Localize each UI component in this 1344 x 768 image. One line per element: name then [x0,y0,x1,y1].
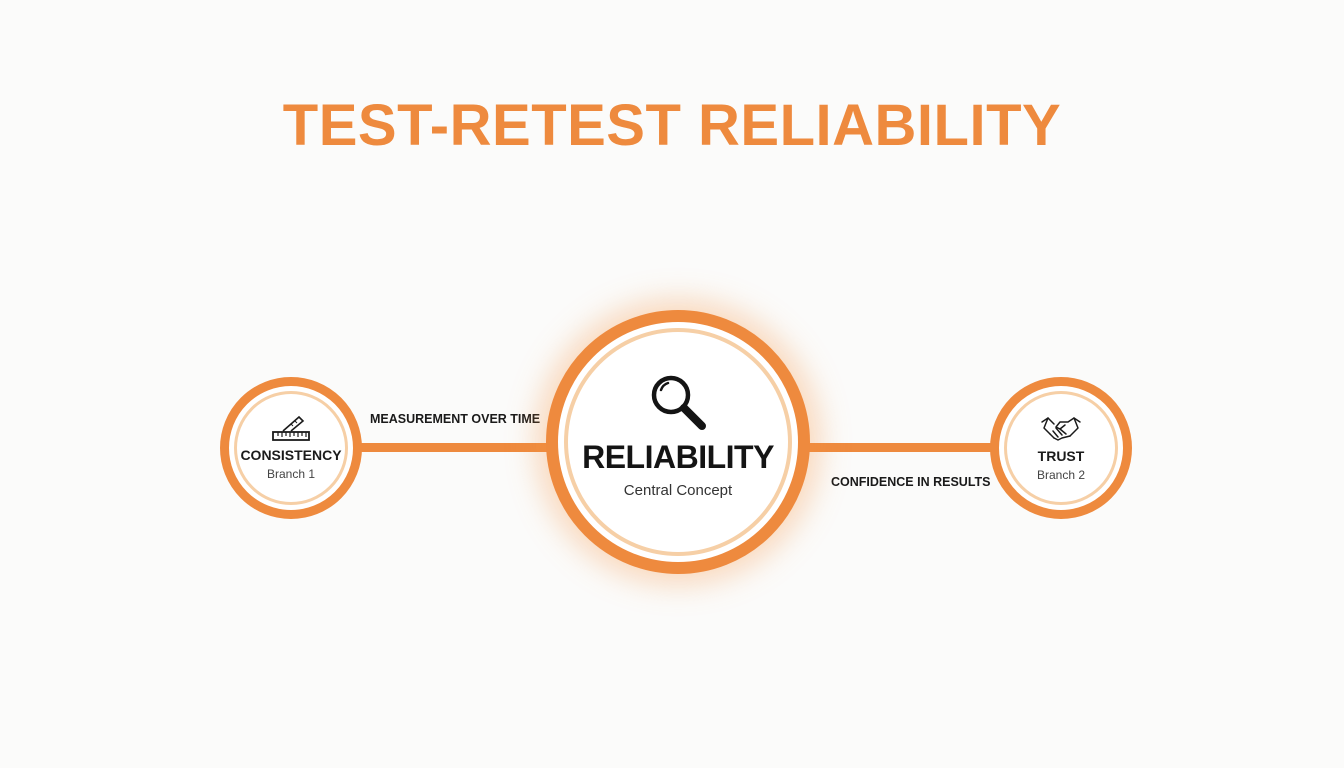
connector-line-right [800,443,1000,452]
branch-heading: TRUST [1037,448,1085,464]
inner-ring [564,328,792,556]
edge-label-measurement: MEASUREMENT OVER TIME [370,412,541,426]
handshake-icon [1040,414,1082,444]
edge-label-confidence: CONFIDENCE IN RESULTS [831,475,991,489]
branch-subtitle: Branch 1 [266,467,316,481]
magnifying-glass-icon [647,371,709,433]
branch-subtitle: Branch 2 [1036,468,1086,482]
central-node-reliability: RELIABILITY Central Concept [546,310,810,574]
diagram-title: TEST-RETEST RELIABILITY [282,93,1062,158]
inner-ring [234,391,348,505]
inner-ring [1004,391,1118,505]
ruler-triangle-icon [271,415,311,443]
branch-node-consistency: CONSISTENCY Branch 1 [220,377,362,519]
central-heading: RELIABILITY [582,439,774,475]
branch-heading: CONSISTENCY [240,447,342,463]
central-subtitle: Central Concept [623,482,733,499]
connector-line-left [355,443,555,452]
branch-node-trust: TRUST Branch 2 [990,377,1132,519]
